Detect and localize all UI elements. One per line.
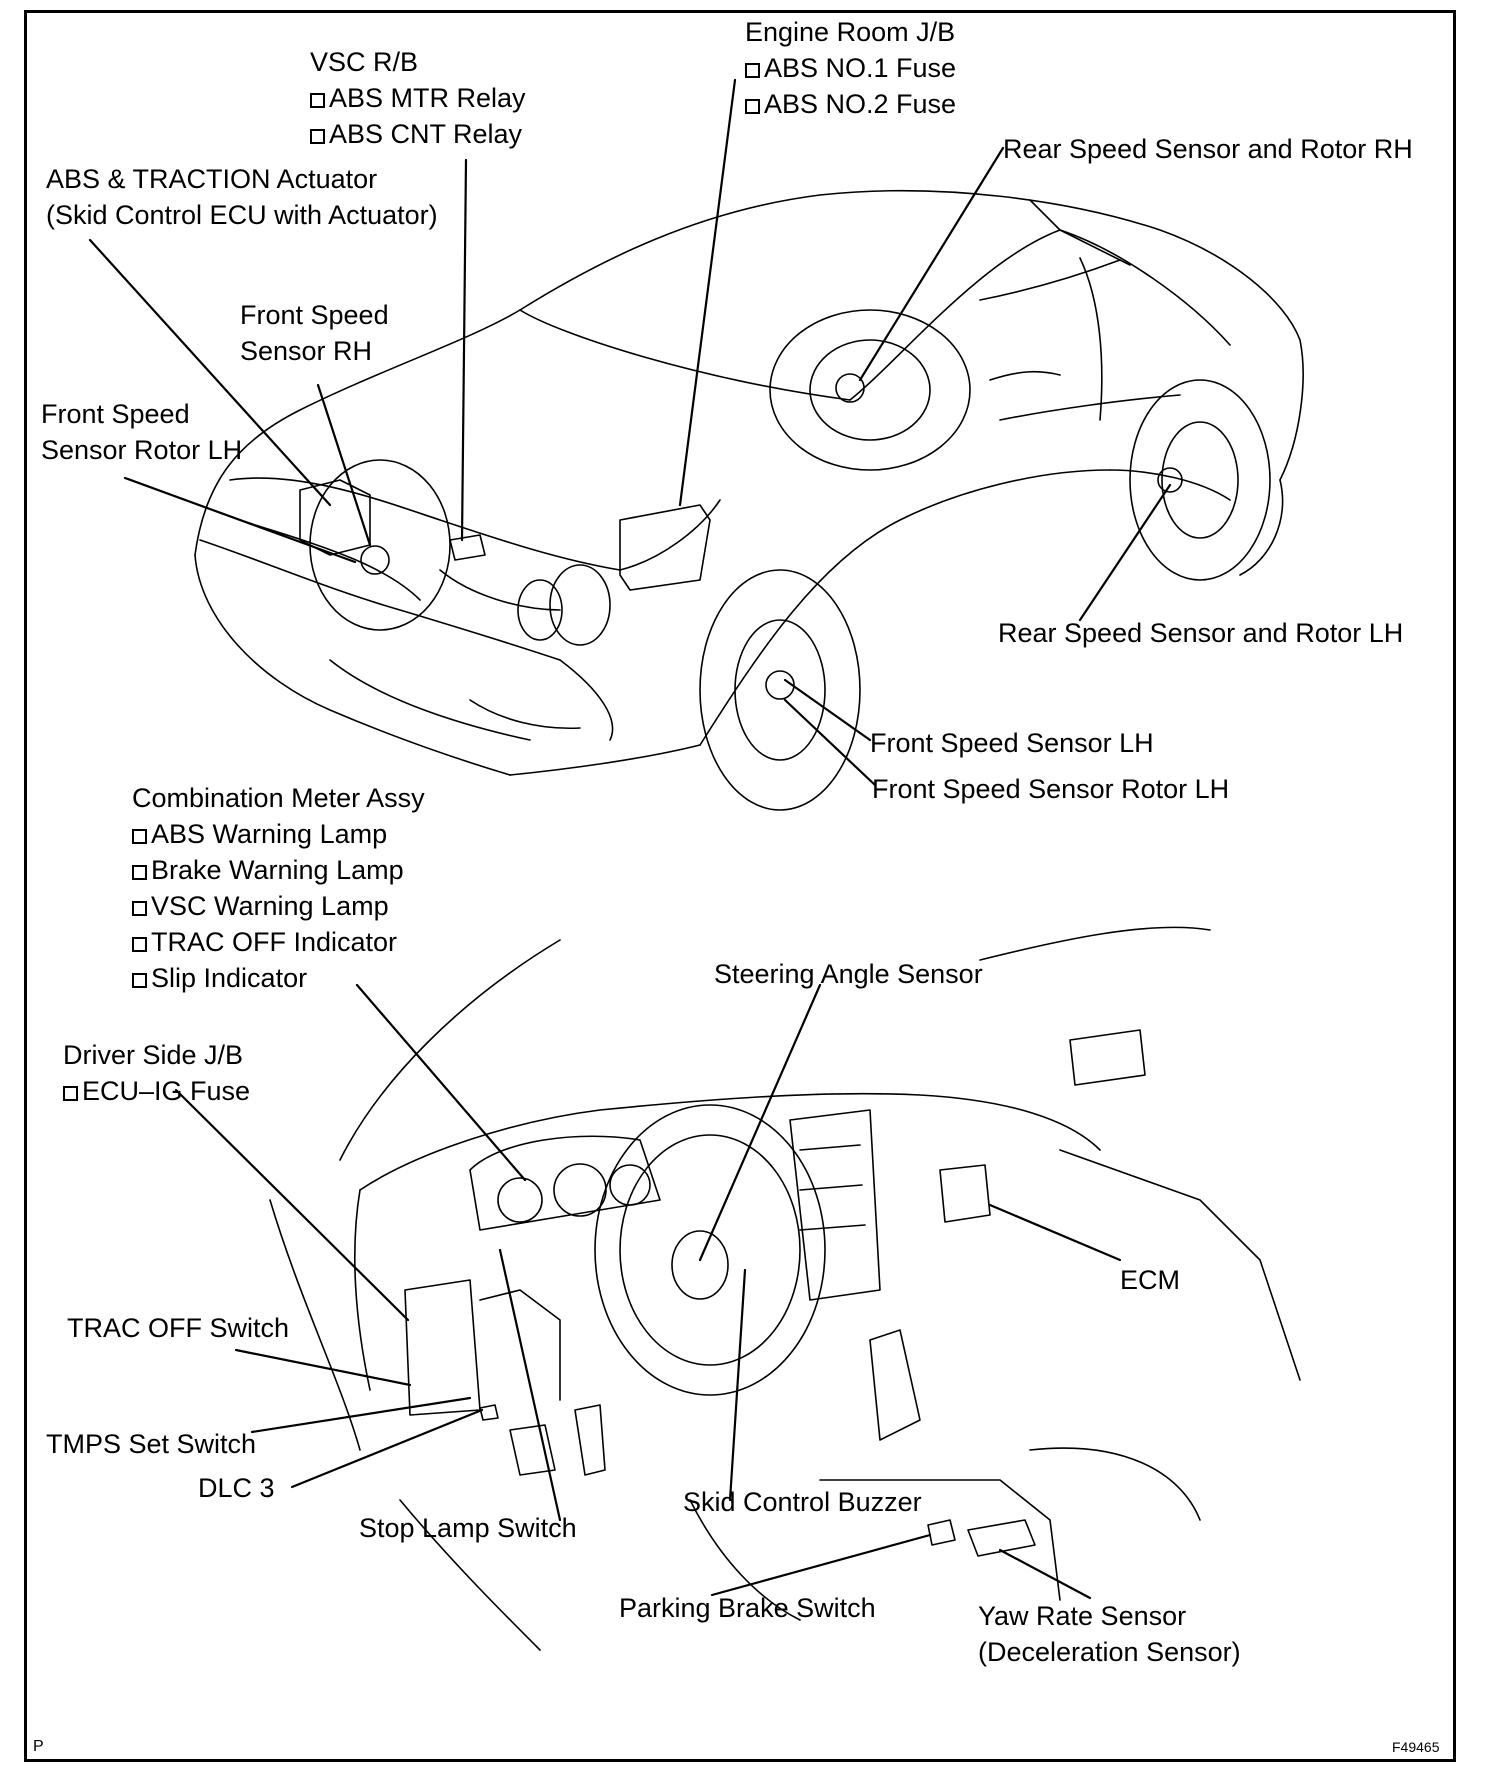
- abs-traction-actuator-label: ABS & TRACTION Actuator (Skid Control EC…: [46, 161, 438, 233]
- checkbox-icon: [132, 829, 147, 844]
- checkbox-icon: [132, 901, 147, 916]
- interior: [269, 926, 1301, 1651]
- brake-warning-lamp-item: Brake Warning Lamp: [132, 852, 425, 888]
- engine-room-jb-label: Engine Room J/B ABS NO.1 Fuse ABS NO.2 F…: [745, 14, 956, 122]
- checkbox-icon: [310, 129, 325, 144]
- diagram-frame: [24, 10, 1456, 1762]
- driver-side-jb-title: Driver Side J/B: [63, 1040, 244, 1070]
- front-speed-sensor-rh-line2: Sensor RH: [240, 336, 373, 366]
- dlc3-label: DLC 3: [198, 1473, 275, 1503]
- driver-side-jb-label: Driver Side J/B ECU–IG Fuse: [63, 1037, 250, 1109]
- skid-control-buzzer-label: Skid Control Buzzer: [683, 1487, 922, 1517]
- tmps-set-switch-label: TMPS Set Switch: [46, 1429, 257, 1459]
- abs-no1-fuse-item: ABS NO.1 Fuse: [745, 50, 956, 86]
- front-speed-sensor-lh-label: Front Speed Sensor LH: [870, 728, 1154, 758]
- yaw-rate-sensor-line2: (Deceleration Sensor): [978, 1637, 1241, 1667]
- vsc-warning-lamp-item: VSC Warning Lamp: [132, 888, 425, 924]
- ecu-ig-fuse-text: ECU–IG Fuse: [82, 1076, 251, 1106]
- parking-brake-switch-label: Parking Brake Switch: [619, 1593, 876, 1623]
- steering-angle-sensor-label: Steering Angle Sensor: [714, 959, 983, 989]
- abs-traction-actuator-line2: (Skid Control ECU with Actuator): [46, 200, 438, 230]
- slip-indicator-text: Slip Indicator: [151, 963, 308, 993]
- abs-no2-fuse-text: ABS NO.2 Fuse: [764, 89, 957, 119]
- abs-warning-lamp-item: ABS Warning Lamp: [132, 816, 425, 852]
- trac-off-switch-label: TRAC OFF Switch: [67, 1313, 290, 1343]
- checkbox-icon: [745, 99, 760, 114]
- vsc-rb-title: VSC R/B: [310, 47, 419, 77]
- checkbox-icon: [745, 63, 760, 78]
- vsc-warning-lamp-text: VSC Warning Lamp: [151, 891, 389, 921]
- slip-indicator-item: Slip Indicator: [132, 960, 425, 996]
- yaw-rate-sensor-label: Yaw Rate Sensor (Deceleration Sensor): [978, 1598, 1241, 1670]
- rear-speed-sensor-rh-label: Rear Speed Sensor and Rotor RH: [1003, 134, 1413, 164]
- front-speed-sensor-rotor-lh-label: Front Speed Sensor Rotor LH: [872, 774, 1230, 804]
- front-speed-sensor-rotor-lh-top-label: Front Speed Sensor Rotor LH: [41, 396, 242, 468]
- ecm-label: ECM: [1120, 1265, 1180, 1295]
- engine-room-jb-title: Engine Room J/B: [745, 17, 956, 47]
- yaw-rate-sensor-line1: Yaw Rate Sensor: [978, 1601, 1187, 1631]
- rear-speed-sensor-lh-label: Rear Speed Sensor and Rotor LH: [998, 618, 1404, 648]
- abs-mtr-relay-text: ABS MTR Relay: [329, 83, 526, 113]
- corner-letter: P: [33, 1738, 44, 1755]
- checkbox-icon: [132, 937, 147, 952]
- wheels: [309, 309, 1271, 811]
- figure-code: F49465: [1392, 1739, 1440, 1755]
- vsc-rb-label: VSC R/B ABS MTR Relay ABS CNT Relay: [310, 44, 526, 152]
- abs-mtr-relay-item: ABS MTR Relay: [310, 80, 526, 116]
- combination-meter-title: Combination Meter Assy: [132, 783, 425, 813]
- checkbox-icon: [63, 1086, 78, 1101]
- car-components: [299, 373, 1183, 700]
- checkbox-icon: [132, 865, 147, 880]
- checkbox-icon: [132, 973, 147, 988]
- brake-warning-lamp-text: Brake Warning Lamp: [151, 855, 404, 885]
- leader-lines: [88, 78, 1172, 1600]
- trac-off-indicator-item: TRAC OFF Indicator: [132, 924, 425, 960]
- abs-warning-lamp-text: ABS Warning Lamp: [151, 819, 388, 849]
- front-speed-sensor-rotor-lh-top-line1: Front Speed: [41, 399, 190, 429]
- ecu-ig-fuse-item: ECU–IG Fuse: [63, 1073, 250, 1109]
- car-body: [194, 189, 1304, 776]
- abs-cnt-relay-text: ABS CNT Relay: [329, 119, 523, 149]
- stop-lamp-switch-label: Stop Lamp Switch: [359, 1513, 577, 1543]
- combination-meter-label: Combination Meter Assy ABS Warning Lamp …: [132, 780, 425, 996]
- abs-no1-fuse-text: ABS NO.1 Fuse: [764, 53, 957, 83]
- checkbox-icon: [310, 93, 325, 108]
- front-speed-sensor-rotor-lh-top-line2: Sensor Rotor LH: [41, 435, 243, 465]
- abs-no2-fuse-item: ABS NO.2 Fuse: [745, 86, 956, 122]
- trac-off-indicator-text: TRAC OFF Indicator: [151, 927, 398, 957]
- front-speed-sensor-rh-label: Front Speed Sensor RH: [240, 297, 389, 369]
- front-speed-sensor-rh-line1: Front Speed: [240, 300, 389, 330]
- abs-traction-actuator-line1: ABS & TRACTION Actuator: [46, 164, 378, 194]
- abs-cnt-relay-item: ABS CNT Relay: [310, 116, 526, 152]
